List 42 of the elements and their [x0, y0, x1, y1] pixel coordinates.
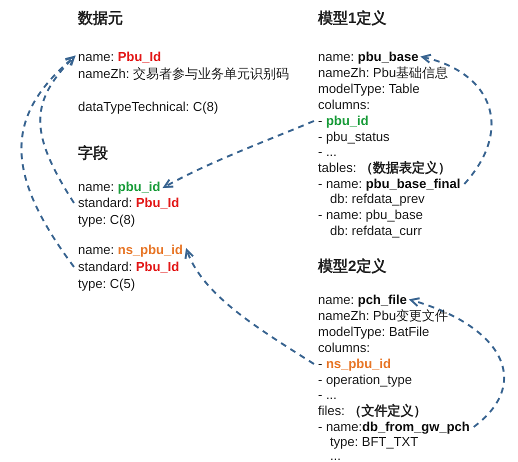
- property-text: - pbu_status: [318, 129, 390, 145]
- dashed-arrow: [163, 120, 314, 188]
- dashed-arrow: [185, 249, 315, 365]
- dashed-arrow: [421, 54, 492, 185]
- property-text: standard: Pbu_Id: [78, 259, 180, 275]
- property-text: columns:: [318, 340, 370, 356]
- property-text: - name:db_from_gw_pch: [318, 419, 470, 435]
- property-text: name: ns_pbu_id: [78, 242, 183, 258]
- property-text: name: pch_file: [318, 292, 407, 308]
- property-text: name: pbu_base: [318, 49, 418, 65]
- section-heading: 模型1定义: [318, 10, 386, 28]
- property-text: name: pbu_id: [78, 179, 160, 195]
- property-text: - ns_pbu_id: [318, 356, 391, 372]
- property-text: nameZh: Pbu变更文件: [318, 308, 448, 324]
- property-text: files: （文件定义）: [318, 403, 426, 419]
- property-text: name: Pbu_Id: [78, 49, 162, 65]
- section-heading: 数据元: [78, 10, 123, 28]
- property-text: nameZh: 交易者参与业务单元识别码: [78, 66, 290, 82]
- property-text: modelType: Table: [318, 81, 420, 97]
- dashed-arrow: [20, 56, 75, 268]
- property-text: modelType: BatFile: [318, 324, 430, 340]
- dashed-arrow: [410, 298, 506, 428]
- section-heading: 字段: [78, 145, 108, 163]
- property-text: columns:: [318, 97, 370, 113]
- property-text: standard: Pbu_Id: [78, 195, 180, 211]
- property-text: - operation_type: [318, 372, 412, 388]
- property-text: - ...: [318, 144, 337, 160]
- property-text: type: C(5): [78, 276, 136, 292]
- dashed-arrow: [39, 56, 75, 204]
- property-text: ...: [330, 448, 341, 462]
- property-text: db: refdata_curr: [330, 223, 422, 239]
- section-heading: 模型2定义: [318, 258, 386, 276]
- property-text: tables: （数据表定义）: [318, 160, 451, 176]
- property-text: - pbu_id: [318, 113, 369, 129]
- property-text: - name: pbu_base_final: [318, 176, 460, 192]
- property-text: type: BFT_TXT: [330, 434, 418, 450]
- property-text: - ...: [318, 387, 337, 403]
- property-text: - name: pbu_base: [318, 207, 423, 223]
- property-text: db: refdata_prev: [330, 191, 425, 207]
- property-text: dataTypeTechnical: C(8): [78, 99, 218, 115]
- property-text: nameZh: Pbu基础信息: [318, 65, 448, 81]
- property-text: type: C(8): [78, 212, 136, 228]
